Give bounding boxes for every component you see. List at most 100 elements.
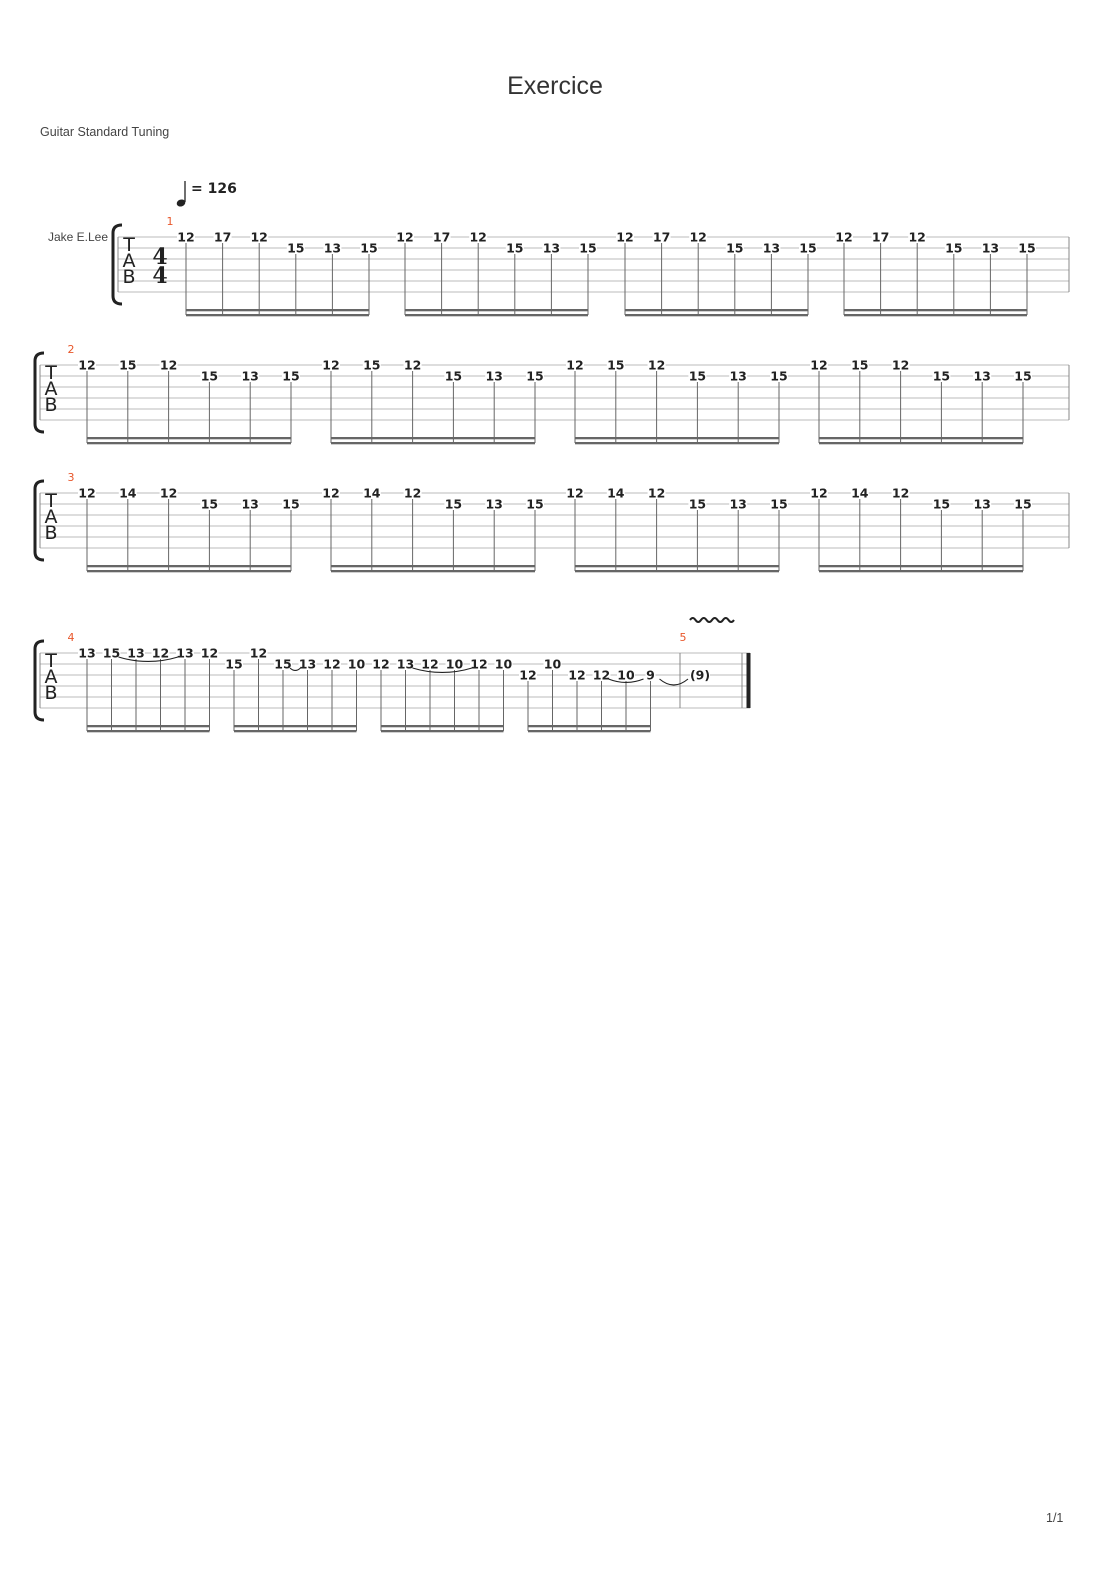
- fret-background: [177, 231, 195, 243]
- fret-number: 13: [763, 241, 780, 256]
- fret-number: 13: [729, 497, 746, 512]
- fret-number: 12: [469, 230, 486, 245]
- fret-background: [932, 498, 951, 510]
- fret-background: [200, 370, 219, 382]
- note-beam: [625, 314, 808, 317]
- note-beam: [381, 730, 504, 733]
- fret-background: [360, 242, 378, 254]
- fret-number: 15: [933, 497, 950, 512]
- fret-number: 13: [485, 369, 502, 384]
- tab-clef-letter: A: [123, 250, 136, 272]
- fret-number: 10: [544, 657, 562, 672]
- slur-arc: [118, 656, 179, 663]
- fret-background: [323, 242, 342, 254]
- fret-number: 12: [177, 230, 194, 245]
- fret-background: [485, 370, 504, 382]
- fret-number: 12: [519, 668, 536, 683]
- fret-number: 14: [607, 486, 625, 501]
- note-beam: [87, 565, 291, 568]
- fret-number: 15: [770, 369, 787, 384]
- quarter-note-icon: [176, 199, 186, 207]
- fret-background: [127, 647, 145, 659]
- note-beam: [87, 570, 291, 573]
- fret-number: 15: [689, 369, 706, 384]
- fret-number: 12: [160, 486, 177, 501]
- fret-number: 15: [287, 241, 304, 256]
- fret-background: [519, 669, 537, 681]
- fret-background: [78, 487, 96, 499]
- fret-background: [981, 242, 1000, 254]
- fret-background: [729, 370, 748, 382]
- fret-background: [200, 498, 219, 510]
- note-beam: [575, 570, 779, 573]
- fret-background: [347, 658, 366, 670]
- fret-number: 15: [726, 241, 743, 256]
- fret-number: 15: [1014, 497, 1031, 512]
- fret-background: [891, 359, 910, 371]
- fret-number: 17: [653, 230, 670, 245]
- measure-number: 2: [68, 343, 75, 356]
- fret-number: 17: [872, 230, 889, 245]
- fret-background: [973, 498, 992, 510]
- fret-number: 9: [646, 668, 655, 683]
- fret-background: [690, 669, 710, 681]
- fret-background: [799, 242, 817, 254]
- system-bracket: [111, 223, 123, 306]
- tab-clef-letter: A: [45, 378, 58, 400]
- fret-background: [688, 498, 707, 510]
- note-beam: [87, 437, 291, 440]
- fret-number: 13: [982, 241, 999, 256]
- fret-background: [200, 647, 219, 659]
- time-signature-denominator: 4: [152, 263, 167, 289]
- fret-number: (9): [690, 668, 710, 683]
- fret-background: [444, 370, 463, 382]
- fret-background: [372, 658, 390, 670]
- fret-number: 13: [729, 369, 746, 384]
- system-bracket: [33, 639, 45, 722]
- fret-background: [241, 498, 260, 510]
- fret-background: [505, 242, 524, 254]
- fret-background: [176, 647, 194, 659]
- fret-number: 15: [445, 497, 462, 512]
- fret-number: 15: [506, 241, 523, 256]
- fret-number: 15: [933, 369, 950, 384]
- fret-background: [616, 231, 634, 243]
- fret-background: [645, 669, 656, 681]
- fret-background: [652, 231, 671, 243]
- note-beam: [234, 725, 357, 728]
- fret-number: 12: [892, 486, 909, 501]
- note-beam: [819, 570, 1023, 573]
- fret-background: [647, 487, 666, 499]
- fret-background: [445, 658, 464, 670]
- tab-clef-letter: B: [44, 682, 57, 704]
- fret-number: 13: [176, 646, 193, 661]
- fret-background: [322, 359, 340, 371]
- fret-number: 15: [274, 657, 291, 672]
- fret-number: 15: [201, 497, 218, 512]
- fret-background: [396, 658, 415, 670]
- tab-clef-letter: A: [45, 506, 58, 528]
- fret-background: [421, 658, 439, 670]
- tab-clef-letter: A: [45, 666, 58, 688]
- tab-clef-letter: T: [44, 650, 57, 672]
- tab-clef-letter: T: [44, 362, 57, 384]
- fret-background: [286, 242, 305, 254]
- fret-background: [647, 359, 666, 371]
- note-beam: [405, 314, 588, 317]
- fret-number: 12: [593, 668, 610, 683]
- fret-number: 12: [648, 358, 665, 373]
- fret-number: 15: [1014, 369, 1031, 384]
- fret-number: 12: [566, 358, 583, 373]
- tab-clef-letter: T: [122, 234, 135, 256]
- fret-background: [362, 359, 381, 371]
- fret-background: [850, 487, 869, 499]
- fret-number: 12: [404, 358, 421, 373]
- fret-background: [810, 359, 828, 371]
- fret-background: [323, 658, 341, 670]
- tempo-marking: = 126: [191, 181, 237, 197]
- fret-background: [403, 487, 422, 499]
- slur-arc: [412, 667, 473, 674]
- note-beam: [87, 725, 210, 728]
- note-beam: [331, 442, 535, 445]
- fret-background: [444, 498, 463, 510]
